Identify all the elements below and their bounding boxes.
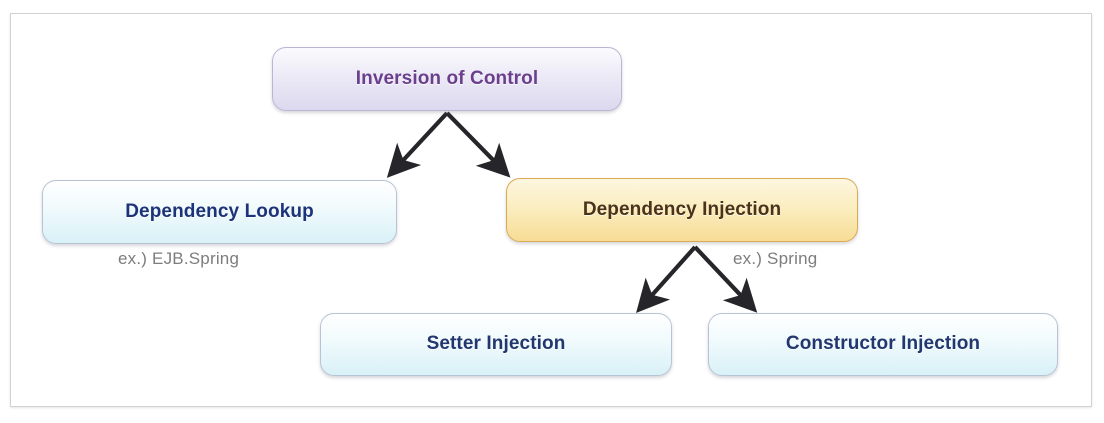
edge-ioc-to-dependency-injection [445, 111, 511, 178]
node-dependency-injection[interactable]: Dependency Injection [506, 178, 858, 242]
node-label-dependency-lookup: Dependency Lookup [125, 200, 314, 222]
node-setter-injection[interactable]: Setter Injection [320, 313, 672, 376]
node-inversion-of-control[interactable]: Inversion of Control [272, 47, 622, 111]
edge-ioc-to-dependency-lookup [386, 111, 449, 178]
node-label-setter-injection: Setter Injection [426, 333, 566, 355]
caption-dependency-lookup-example: ex.) EJB.Spring [118, 249, 240, 268]
node-label-inversion-of-control: Inversion of Control [355, 67, 539, 89]
caption-dependency-injection-example: ex.) Spring [733, 249, 818, 268]
node-label-constructor-injection: Constructor Injection [785, 333, 981, 355]
node-dependency-lookup[interactable]: Dependency Lookup [42, 180, 397, 244]
edge-dependency-injection-to-setter-injection [636, 245, 697, 314]
node-label-dependency-injection: Dependency Injection [582, 198, 782, 220]
node-constructor-injection[interactable]: Constructor Injection [708, 313, 1058, 376]
